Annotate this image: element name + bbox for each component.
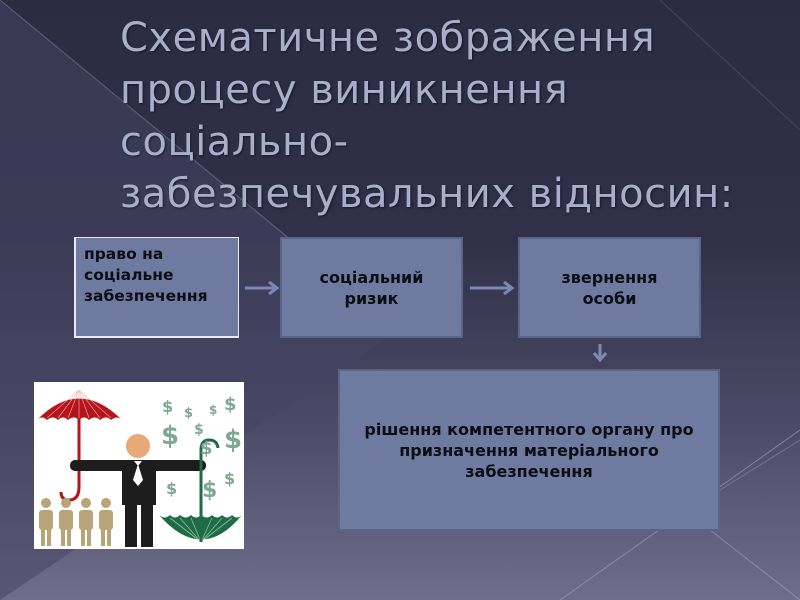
svg-text:$: $ [202, 478, 217, 503]
node-label-line: звернення [561, 268, 658, 287]
node-label-line: призначення матеріального [399, 440, 659, 460]
arrow-right-icon [245, 280, 280, 296]
svg-text:$: $ [224, 394, 237, 415]
node-social-risk: соціальний ризик [280, 237, 463, 338]
svg-text:$: $ [200, 438, 213, 459]
svg-text:$: $ [194, 422, 204, 438]
svg-text:$: $ [224, 425, 242, 455]
umbrella-businessman-icon: $ $ $ $ $ $ $ $ $ $ $ [37, 389, 242, 547]
svg-text:$: $ [161, 421, 179, 451]
node-label-line: рішення компетентного органу про [364, 419, 694, 439]
node-label-line: забезпечення [465, 461, 593, 481]
node-label-line: ризик [344, 289, 399, 308]
node-label-line: соціальний [319, 268, 424, 287]
title-line: забезпечувальних відносин: [120, 171, 734, 217]
node-label-line: право на [84, 245, 164, 263]
title-line: процесу виникнення [120, 67, 569, 113]
svg-text:$: $ [224, 469, 235, 488]
node-right-to-social-security: право на соціальне забезпечення [74, 237, 239, 338]
slide-title: Схематичне зображення процесу виникнення… [120, 12, 740, 220]
title-line: Схематичне зображення [120, 15, 656, 61]
svg-text:$: $ [209, 403, 217, 417]
social-security-illustration: $ $ $ $ $ $ $ $ $ $ $ [34, 382, 244, 549]
node-label-line: соціальне [84, 266, 174, 284]
node-label-line: забезпечення [84, 287, 208, 305]
node-label-line: особи [582, 289, 637, 308]
arrow-right-icon [470, 280, 515, 296]
svg-text:$: $ [162, 397, 173, 416]
node-person-appeal: звернення особи [518, 237, 701, 338]
arrow-down-icon [592, 344, 608, 363]
svg-text:$: $ [184, 406, 193, 421]
title-line: соціально- [120, 119, 349, 165]
svg-text:$: $ [166, 479, 177, 498]
node-authority-decision: рішення компетентного органу про признач… [338, 369, 720, 531]
